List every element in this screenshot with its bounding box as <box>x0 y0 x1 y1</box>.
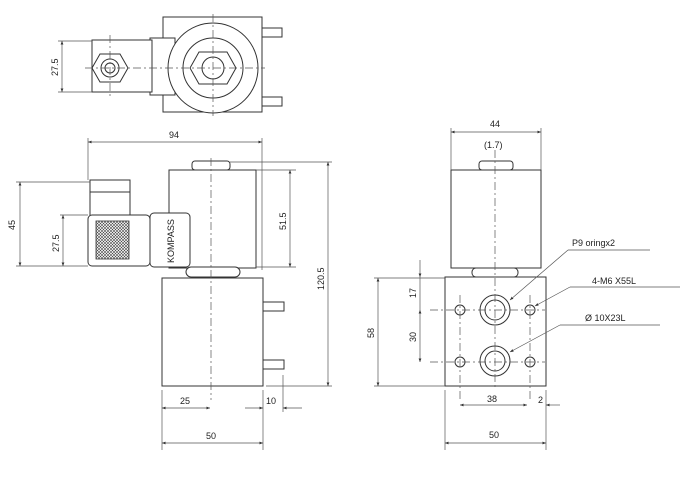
top-view: 27.5 <box>50 14 283 116</box>
dim-50-side: 50 <box>489 430 499 440</box>
dim-58: 58 <box>366 328 376 338</box>
dim-94: 94 <box>169 130 179 140</box>
dim-17: 17 <box>408 288 418 298</box>
brand-label: KOMPASS <box>166 219 176 263</box>
dim-45: 45 <box>7 220 17 230</box>
side-view: 44 (1.7) 58 17 30 38 2 50 P9 oringx2 4-M… <box>366 119 680 450</box>
front-view: KOMPASS 94 45 27.5 51.5 120.5 25 10 50 <box>7 130 332 450</box>
dim-27.5: 27.5 <box>51 234 61 252</box>
dim-ref-1.7: (1.7) <box>484 140 503 150</box>
dim-38: 38 <box>487 394 497 404</box>
callout-bore: Ø 10X23L <box>585 313 626 323</box>
dim-top-27.5: 27.5 <box>50 58 60 76</box>
dim-120.5: 120.5 <box>316 267 326 290</box>
dim-30: 30 <box>408 332 418 342</box>
dim-50: 50 <box>206 431 216 441</box>
dim-10: 10 <box>266 396 276 406</box>
dim-2: 2 <box>538 395 543 405</box>
dim-51.5: 51.5 <box>278 212 288 230</box>
dim-25: 25 <box>180 396 190 406</box>
callout-bolts: 4-M6 X55L <box>592 276 636 286</box>
callout-oring: P9 oringx2 <box>572 238 615 248</box>
dim-44: 44 <box>490 119 500 129</box>
